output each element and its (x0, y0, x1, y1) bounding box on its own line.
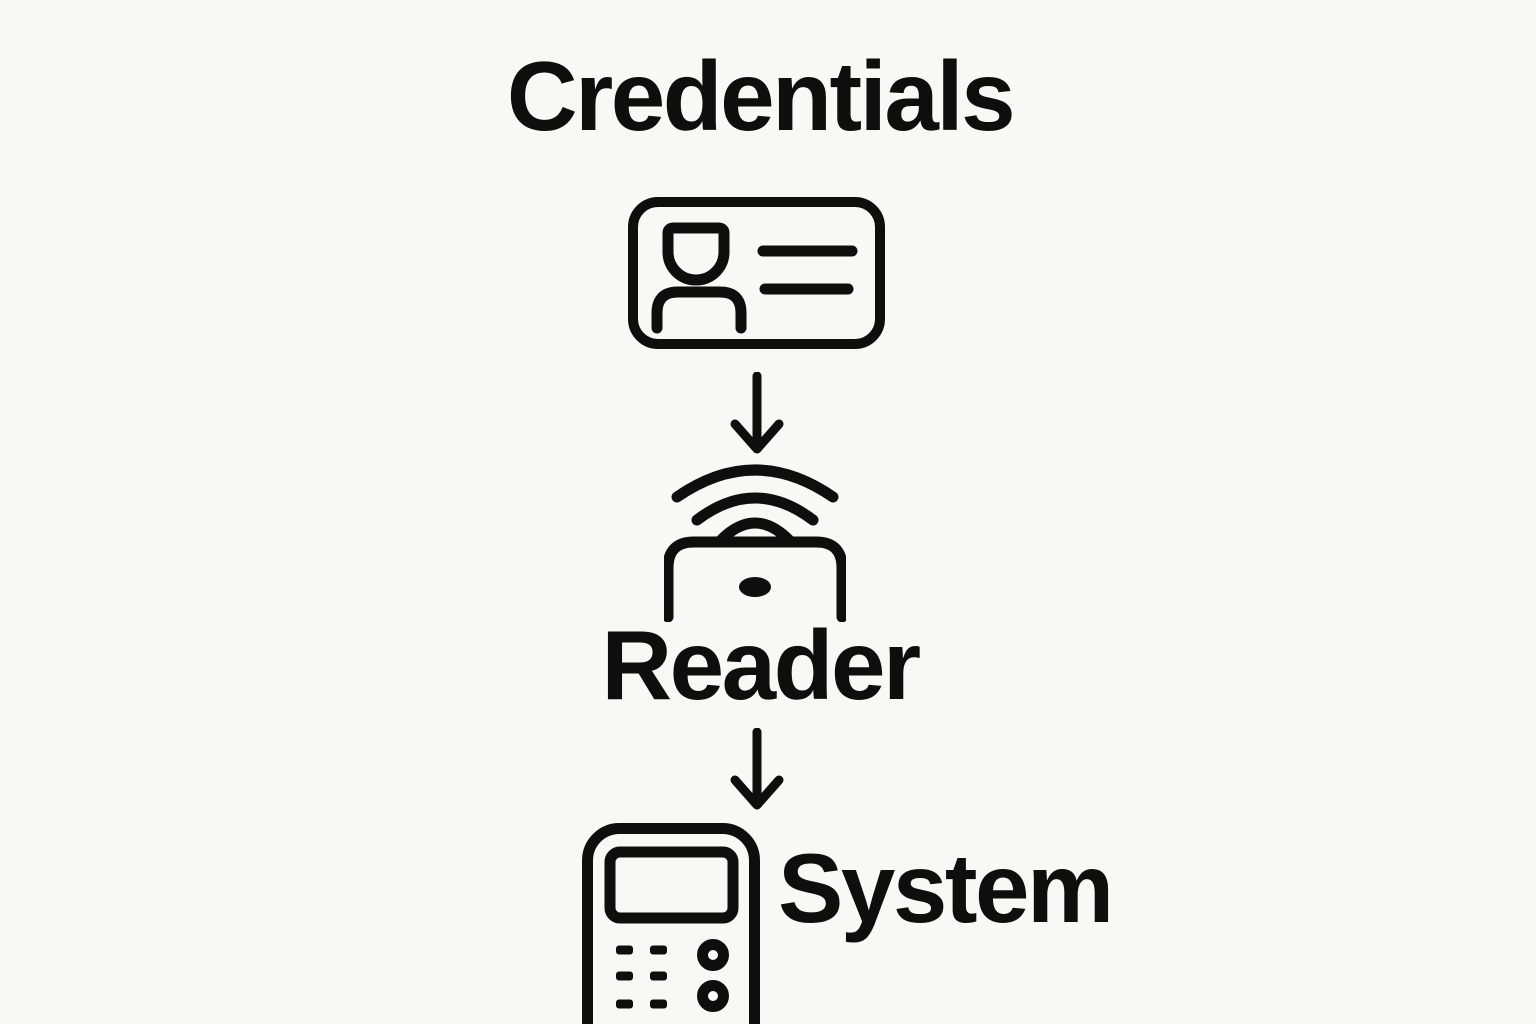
credentials-label: Credentials (506, 41, 1016, 151)
id-card-icon (628, 197, 885, 349)
contactless-reader-icon (664, 464, 846, 622)
system-label: System (778, 833, 1114, 943)
arrow-down-icon (730, 372, 784, 454)
keypad-buttons (616, 945, 667, 1009)
reader-label: Reader (601, 610, 921, 720)
access-control-terminal-icon (582, 823, 760, 1024)
arrow-down-icon (730, 728, 784, 810)
